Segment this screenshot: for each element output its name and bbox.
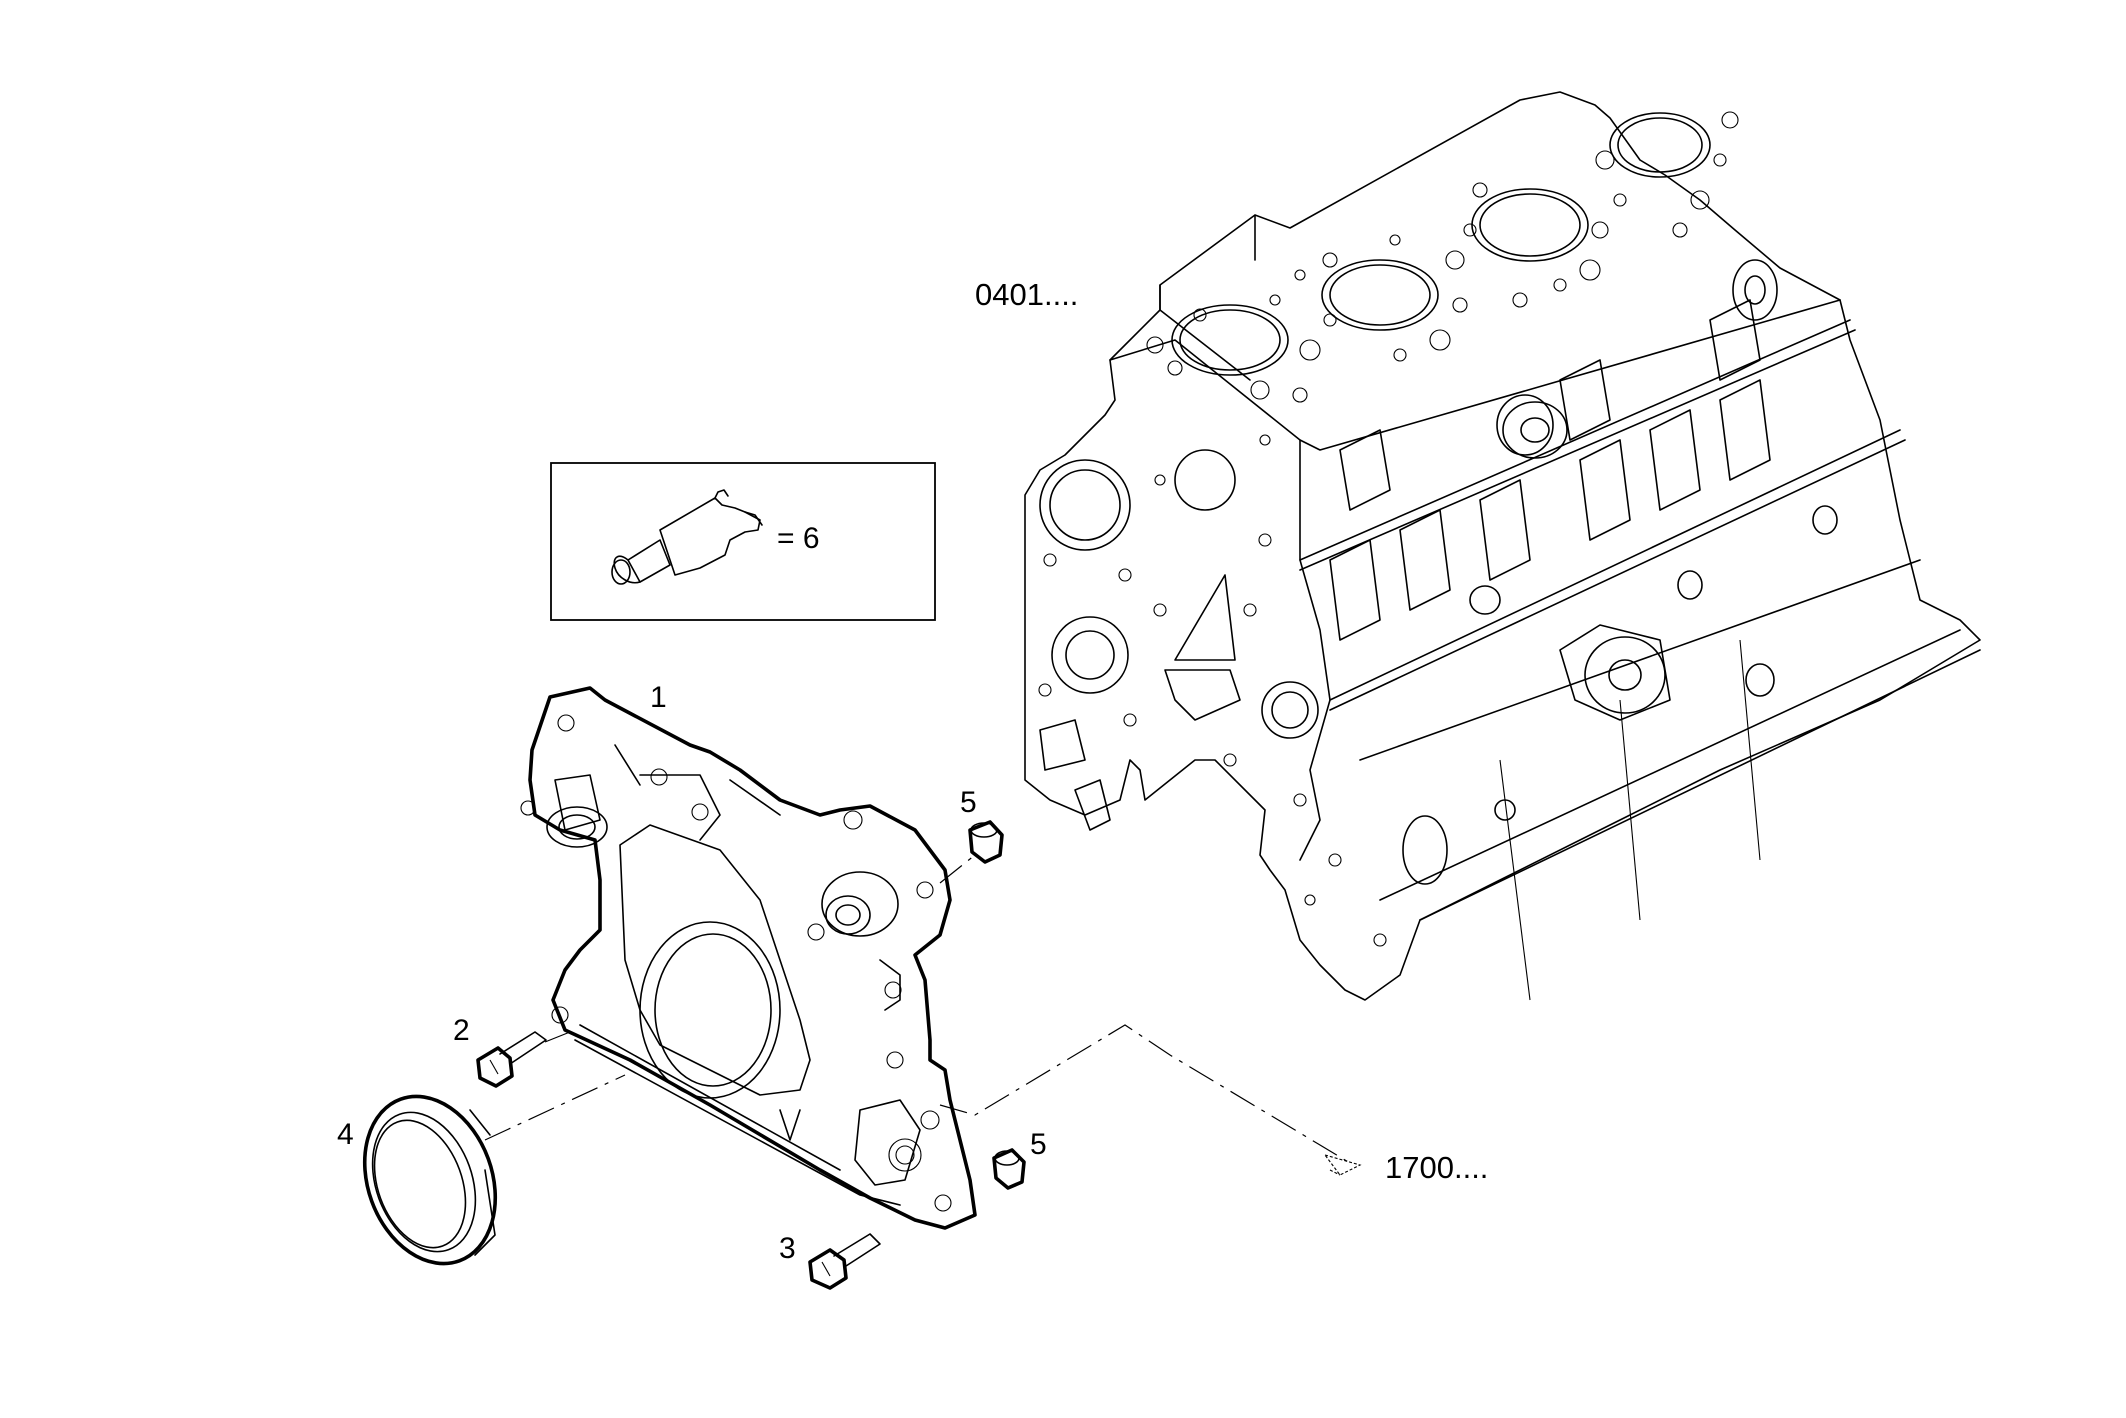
screw-2: [476, 1031, 547, 1088]
callout-5-upper: 5: [960, 786, 977, 819]
front-cover: [520, 686, 977, 1230]
plug-upper: [968, 820, 1004, 864]
screw-3: [808, 1233, 881, 1290]
sealant-tube-icon: [611, 489, 763, 585]
callout-4: 4: [337, 1118, 354, 1151]
callout-5-lower: 5: [1030, 1128, 1047, 1161]
engine-block: [1024, 91, 1981, 1001]
sealant-equals-label: = 6: [777, 522, 820, 555]
plug-lower: [992, 1148, 1026, 1190]
callout-1: 1: [650, 681, 667, 714]
assembly-lines: [484, 854, 1351, 1164]
engine-block-reference: 0401....: [975, 277, 1078, 312]
seal-ring: [362, 1094, 498, 1266]
continuation-reference: 1700....: [1385, 1150, 1488, 1185]
callout-3: 3: [779, 1232, 796, 1265]
reference-arrow: [1323, 1154, 1362, 1176]
sealant-legend: = 6: [550, 462, 936, 621]
callout-2: 2: [453, 1014, 470, 1047]
